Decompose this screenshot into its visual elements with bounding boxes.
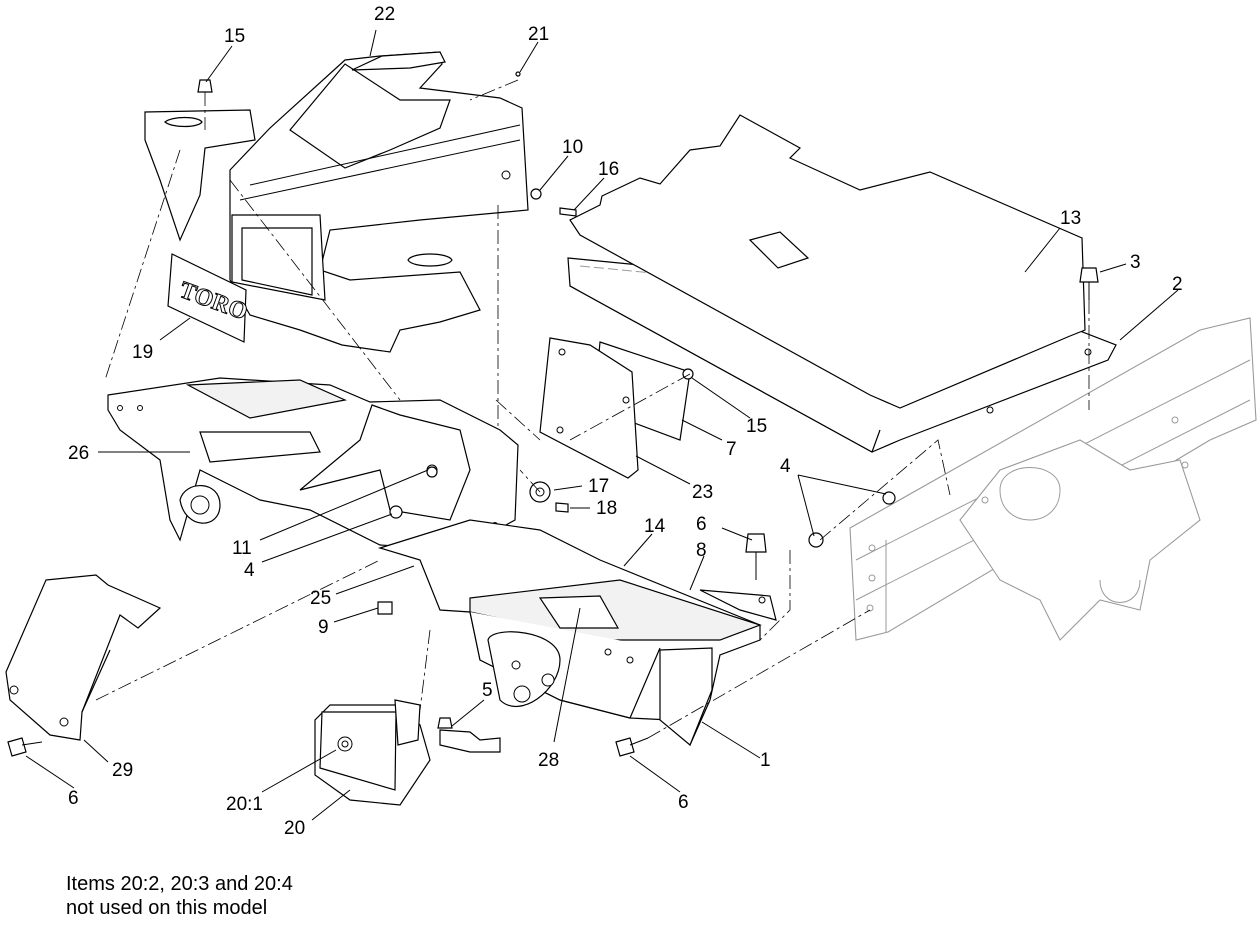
callout-4-right: 4 <box>780 456 791 477</box>
side-bracket <box>5 574 162 741</box>
callout-6-right: 6 <box>678 792 689 813</box>
callout-8: 8 <box>696 540 707 561</box>
model-note: Items 20:2, 20:3 and 20:4 not used on th… <box>66 872 293 920</box>
callout-23: 23 <box>692 482 713 503</box>
callout-16: 16 <box>598 159 619 180</box>
callout-labels: 22 21 15 10 16 13 3 2 19 26 15 7 23 17 1… <box>68 4 1183 839</box>
front-frame <box>377 519 777 747</box>
callout-7: 7 <box>726 439 737 460</box>
callout-9: 9 <box>318 617 329 638</box>
callout-25: 25 <box>310 588 331 609</box>
callout-15-top: 15 <box>224 26 245 47</box>
callout-22: 22 <box>374 4 395 25</box>
callout-1: 1 <box>760 750 771 771</box>
alignment-lines <box>95 79 1090 739</box>
note-line-1: Items 20:2, 20:3 and 20:4 <box>66 873 293 895</box>
callout-6-upper: 6 <box>696 514 707 535</box>
headlight <box>314 699 501 806</box>
callout-13: 13 <box>1060 208 1081 229</box>
callout-15-right: 15 <box>746 416 767 437</box>
control-panel-plates <box>539 337 691 479</box>
hood <box>144 51 529 353</box>
callout-20: 20 <box>284 818 305 839</box>
hardware <box>7 71 1099 757</box>
callout-18: 18 <box>596 498 617 519</box>
callout-28: 28 <box>538 750 559 771</box>
callout-20-1: 20:1 <box>226 794 263 815</box>
main-frame <box>849 317 1257 641</box>
callout-6-left: 6 <box>68 788 79 809</box>
callout-4-left: 4 <box>244 560 255 581</box>
callout-29: 29 <box>112 760 133 781</box>
floor-mat <box>569 114 1086 409</box>
callout-21: 21 <box>528 24 549 45</box>
callout-17: 17 <box>588 476 609 497</box>
callout-3: 3 <box>1130 252 1141 273</box>
callout-11: 11 <box>232 538 252 559</box>
callout-5: 5 <box>482 680 493 701</box>
leader-lines <box>25 29 1179 821</box>
callout-26: 26 <box>68 443 89 464</box>
callout-14: 14 <box>644 516 666 537</box>
upper-bracket <box>107 377 519 551</box>
callout-19: 19 <box>132 342 153 363</box>
callout-2: 2 <box>1172 274 1183 295</box>
callout-10: 10 <box>562 137 583 158</box>
note-line-2: not used on this model <box>66 897 268 919</box>
